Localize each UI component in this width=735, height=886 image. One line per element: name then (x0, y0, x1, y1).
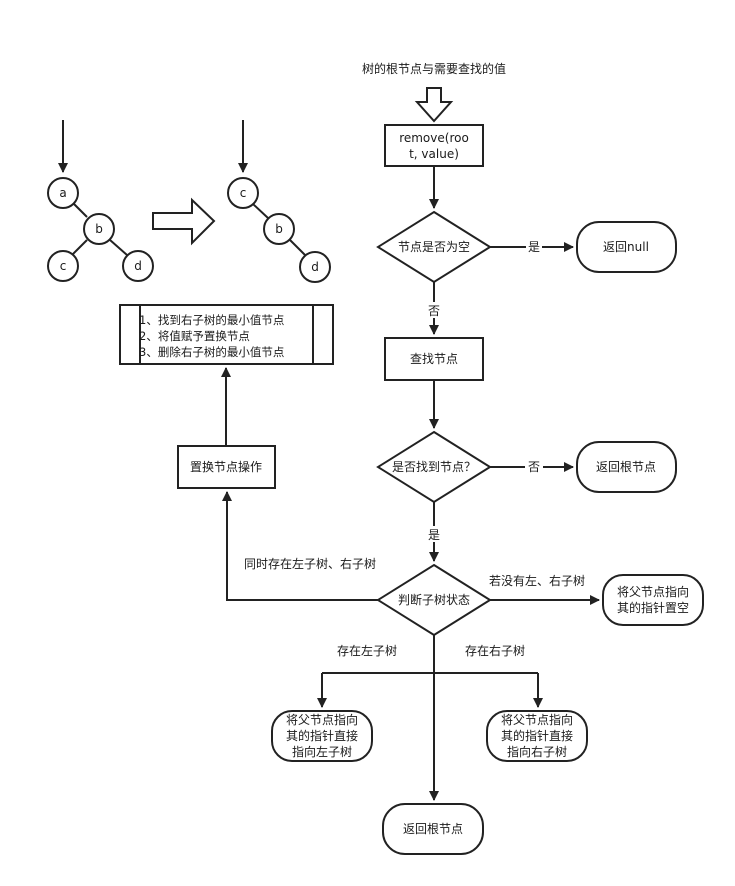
find-node-box (384, 337, 484, 381)
tree-after-node-d (299, 251, 331, 283)
edge-label-bg (426, 302, 442, 318)
edge-label-left: 存在左子树 (337, 643, 397, 658)
found-label: 是否找到节点？ (392, 460, 476, 474)
no-children-line1: 将父节点指向 (617, 584, 689, 599)
return-root-terminal-bottom (382, 803, 484, 855)
steps-box-frame (119, 304, 334, 365)
return-null-terminal (576, 221, 677, 273)
left-only-line2: 其的指针直接 (286, 728, 358, 743)
transform-arrow-icon (152, 197, 216, 246)
edge-label-bg (526, 239, 542, 255)
edge-label-bg (525, 459, 543, 475)
tree-node-a-label: a (59, 186, 66, 200)
edge-label-right: 存在右子树 (465, 643, 525, 658)
step-3: 3、删除右子树的最小值节点 (139, 345, 284, 359)
edge-label-yes: 是 (528, 240, 540, 254)
input-note: 树的根节点与需要查找的值 (362, 61, 506, 76)
return-root-terminal-right (576, 441, 677, 493)
tree-node-d (122, 250, 154, 282)
edge-label-bg (426, 526, 442, 542)
left-only-line3: 指向左子树 (292, 744, 352, 759)
tree-node-a (47, 177, 79, 209)
tree-node-b (83, 213, 115, 245)
right-only-line1: 将父节点指向 (501, 712, 573, 727)
edge-c-b (252, 203, 269, 219)
tree-node-c-label: c (60, 259, 67, 273)
no-children-line2: 其的指针置空 (617, 600, 689, 615)
tree-node-c (47, 250, 79, 282)
edge-b-d2 (289, 239, 306, 256)
edge-b-d (109, 239, 128, 256)
tree-after-node-c (227, 177, 259, 209)
tree-after: c b d (227, 120, 331, 283)
replace-op-box (177, 445, 276, 489)
edge-label-both: 同时存在左子树、右子树 (244, 556, 376, 571)
is-empty-label: 节点是否为空 (398, 240, 470, 254)
return-root-right-label: 返回根节点 (596, 460, 656, 474)
remove-label-line2: t, value) (409, 147, 459, 161)
right-only-line3: 指向右子树 (507, 744, 567, 759)
edge-label-yes2: 是 (428, 528, 440, 542)
tree-node-b-label: b (95, 222, 103, 236)
edge-label-no2: 否 (528, 460, 540, 474)
left-only-terminal (271, 710, 373, 762)
tree-after-node-d-label: d (311, 260, 319, 274)
find-node-label: 查找节点 (410, 352, 458, 366)
replace-op-label: 置换节点操作 (190, 459, 262, 474)
tree-node-d-label: d (134, 259, 142, 273)
edge-a-b (73, 203, 88, 218)
tree-after-node-c-label: c (240, 186, 247, 200)
left-only-line1: 将父节点指向 (286, 712, 358, 727)
tree-before: a b c d (47, 120, 154, 282)
no-children-terminal (602, 574, 704, 626)
tree-after-node-b-label: b (275, 222, 283, 236)
input-arrow-icon (414, 87, 454, 123)
steps-box: 1、找到右子树的最小值节点 2、将值赋予置换节点 3、删除右子树的最小值节点 (119, 304, 334, 365)
remove-label-line1: remove(roo (399, 131, 469, 145)
judge-subtree-label: 判断子树状态 (398, 592, 470, 607)
edge-label-none: 若没有左、右子树 (489, 573, 585, 588)
return-null-label: 返回null (603, 240, 649, 254)
arrow-both-children (222, 491, 378, 601)
right-only-terminal (486, 710, 588, 762)
edge-b-c (71, 239, 88, 256)
edge-label-no: 否 (428, 304, 440, 318)
right-only-line2: 其的指针直接 (501, 728, 573, 743)
return-root-bottom-label: 返回根节点 (403, 822, 463, 836)
tree-after-node-b (263, 213, 295, 245)
step-2: 2、将值赋予置换节点 (139, 329, 250, 343)
step-1: 1、找到右子树的最小值节点 (139, 313, 284, 327)
